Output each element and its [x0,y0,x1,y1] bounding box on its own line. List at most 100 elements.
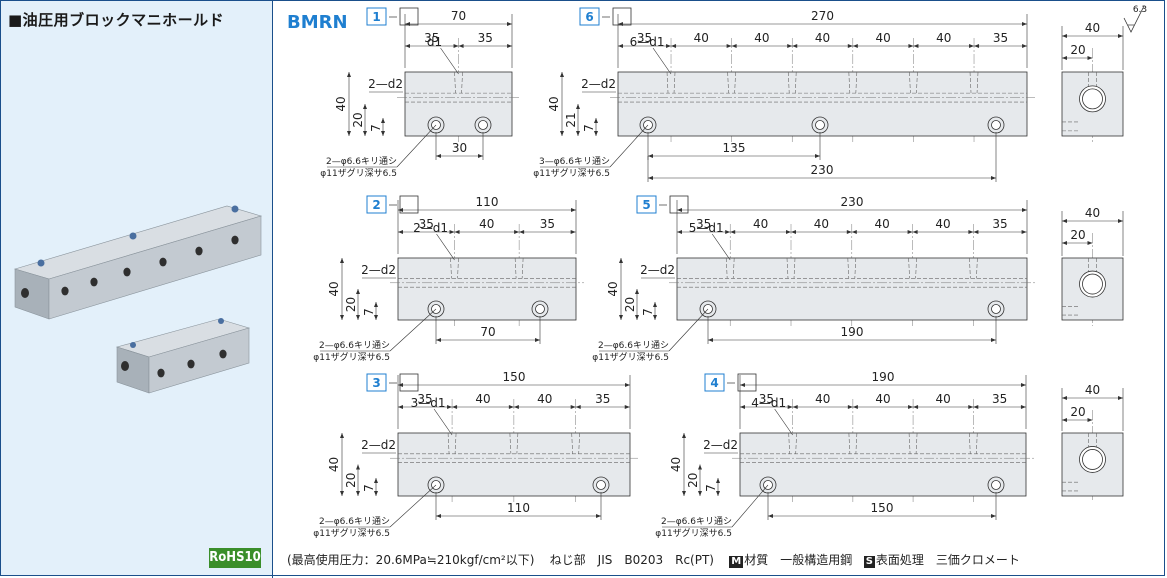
manifold-block [739,432,1027,497]
arrowhead [908,405,914,409]
side-port-callout: 2—d2 [368,77,403,91]
port-hidden-line [454,71,456,94]
arrowhead [698,464,702,470]
arrowhead [1118,219,1123,223]
total-length: 110 [476,195,499,209]
total-length: 190 [872,370,895,384]
arrowhead [786,230,791,234]
arrowhead [571,208,576,212]
manifold-block [397,257,577,321]
material-spec: 材質 一般構造用鋼 [744,553,853,567]
arrowhead [363,104,367,109]
arrowhead [852,405,858,409]
leader-line [652,47,672,75]
port-hidden-line [793,257,796,279]
pitch-dim: 35 [992,217,1007,231]
material-icon: M [729,556,744,568]
arrowhead [973,405,979,409]
arrowhead [340,491,344,496]
center-height-dim: 20 [344,473,358,488]
arrowhead [449,230,455,234]
arrowhead [666,44,672,48]
port-hidden-line [787,71,790,94]
height-dim: 40 [669,457,683,472]
pitch-dim: 40 [875,392,890,406]
port-callout: 5—d1 [689,221,724,235]
arrowhead [347,131,351,136]
arrowhead [1118,34,1123,38]
port-hidden-line [976,257,978,279]
center-height-dim: 20 [623,297,637,312]
port-hidden-line [915,257,917,279]
pitch-dim: 40 [875,217,890,231]
hole-spacing-dim: 135 [723,141,746,155]
port-hidden-line [521,257,524,279]
arrowhead [560,131,564,136]
height-dim: 40 [327,457,341,472]
arrowhead [398,208,403,212]
pitch-dim: 35 [540,217,555,231]
arrowhead [374,302,378,307]
arrowhead [991,338,996,342]
port-hidden-line [908,432,911,454]
port-hidden-line [908,257,910,279]
arrowhead [1020,405,1026,409]
port-hidden-line [516,432,519,454]
port-hidden-line [509,432,512,454]
surface-roughness-symbol: 6.3 [1123,5,1147,33]
side-half-dim: 20 [1070,228,1085,242]
mounting-hole-note: 2—φ6.6キリ通シ [598,340,669,351]
side-width-dim: 40 [1085,206,1100,220]
hole-spacing-dim: 30 [452,141,467,155]
arrowhead [374,315,378,320]
height-dim: 40 [334,96,348,111]
leader-line [389,308,437,352]
port-count: 3 [372,376,380,390]
port-hidden-line [457,257,459,279]
arrowhead [513,405,519,409]
catalog-title: ■油圧用ブロックマニホールド [8,11,225,29]
port-count: 5 [642,198,650,212]
arrowhead [968,405,974,409]
arrowhead [716,478,720,483]
arrowhead [648,154,653,158]
arrowhead [381,131,385,136]
port-callout: 4—d1 [751,396,786,410]
spec-blank-box [737,373,757,392]
arrowhead [851,230,857,234]
port-hidden-line [847,257,850,279]
pitch-dim: 40 [694,31,709,45]
arrowhead [618,22,623,26]
arrowhead [453,44,459,48]
port-hidden-line [454,432,457,454]
arrowhead [740,405,745,409]
arrowhead [436,154,441,158]
mounting-hole-note: 3—φ6.6キリ通シ [539,156,610,167]
arrowhead [913,44,919,48]
arrowhead [454,230,460,234]
arrowhead [458,44,464,48]
center-height-dim: 20 [351,112,365,127]
arrowhead [340,433,344,438]
arrowhead [768,514,773,518]
port-hidden-line [514,257,517,279]
arrowhead [356,315,360,320]
side-port-inner [1082,449,1103,470]
total-length: 230 [841,195,864,209]
port-hidden-line [854,257,857,279]
arrowhead [1062,418,1067,422]
arrowhead [1062,396,1067,400]
counterbore-note: φ11ザグリ深サ6.5 [313,527,390,539]
arrowhead [991,176,996,180]
arrowhead [576,104,580,109]
hole-spacing-dim-2: 230 [811,163,834,177]
arrowhead [1087,418,1093,422]
port-hidden-line [725,257,728,279]
surface-spec: 表面処理 三価クロメート [875,553,1020,567]
side-half-dim: 20 [1070,405,1085,419]
arrowhead [594,131,598,136]
arrowhead [398,405,403,409]
arrowhead [1087,241,1093,245]
arrowhead [968,230,974,234]
arrowhead [677,230,682,234]
